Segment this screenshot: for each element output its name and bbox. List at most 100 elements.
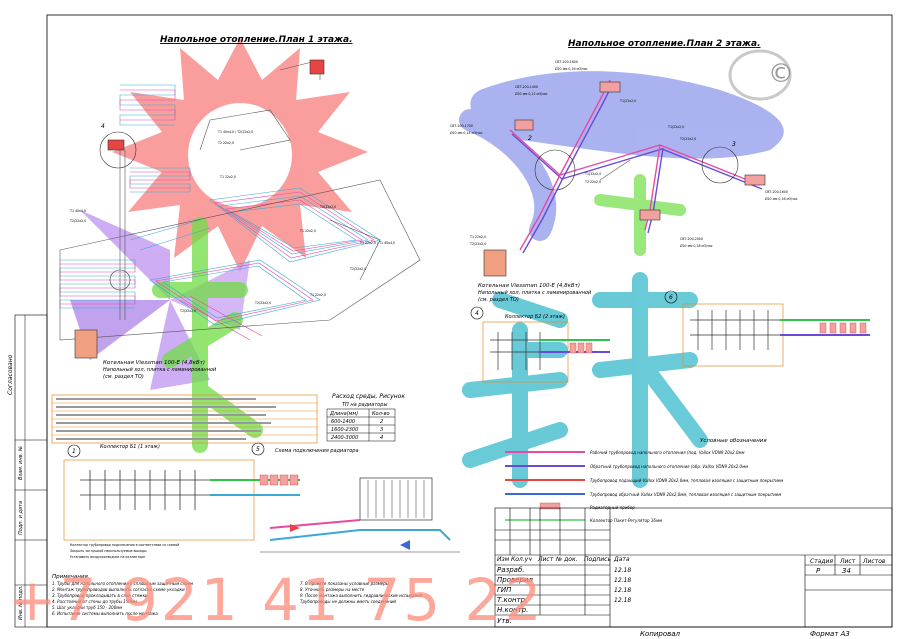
svg-text:T2(22x2,0: T2(22x2,0 [469, 242, 486, 246]
flow-table-subtitle: ТП на радиаторы [342, 402, 387, 408]
svg-text:СВТ-200-2000: СВТ-200-2000 [680, 237, 703, 241]
note-line: 6. Испытание системы выполнить после мон… [52, 611, 158, 616]
boiler2-note: Котельная Viessman 100-E (4,8кВт) [478, 283, 580, 289]
svg-text:Ø20 мм 0,12 м3/час: Ø20 мм 0,12 м3/час [515, 91, 548, 96]
flow-cell: 1600-2300 [331, 427, 358, 433]
stamp-role: Утв. [497, 617, 512, 625]
stamp-role: Т.контр. [497, 596, 527, 604]
notes-title: Примечания. [52, 574, 90, 580]
svg-text:T1 22x2,0: T1 22x2,0 [309, 293, 326, 297]
callout-6: 6 [669, 294, 673, 301]
svg-text:Ø20 мм 0,14 м3/час: Ø20 мм 0,14 м3/час [450, 130, 483, 135]
svg-text:СВТ-200-1600: СВТ-200-1600 [765, 190, 788, 194]
svg-text:СВТ-200-1700: СВТ-200-1700 [450, 124, 473, 128]
flow-cell: 2 [380, 419, 383, 425]
plan1-labels: T1 40x4,0 / T2(22x2,0 T2 22x2,0 T1 22x2,… [69, 130, 395, 313]
callout-3: 3 [732, 141, 736, 148]
radiator-detail: 5 Схема подключения радиатора [251, 442, 460, 553]
flow-table: Расход среды, Рисунок ТП на радиаторы Дл… [326, 393, 405, 442]
stamp-sheets-header: Листов [862, 558, 886, 565]
stamp-stage-header: Стадия [810, 558, 833, 565]
stamp-role: Разраб. [497, 566, 525, 574]
copyright-mark: © [768, 59, 794, 89]
stamp-sheet-value: 34 [842, 567, 851, 575]
svg-text:T2(22x2,0: T2(22x2,0 [254, 301, 271, 305]
stamp-format: Формат А3 [810, 630, 850, 638]
svg-text:СВТ-200-1600: СВТ-200-1600 [555, 60, 578, 64]
stamp-date: 12.18 [614, 587, 631, 594]
svg-text:T1 22x2,0: T1 22x2,0 [299, 229, 316, 233]
stamp-role: Н.контр. [497, 606, 528, 614]
stamp-role: Проверил [497, 576, 533, 584]
callout-5: 5 [256, 446, 260, 453]
manifold-detail-2: 4 Коллектор Б2 (2 этаж) [470, 306, 610, 383]
svg-text:T2(22x2,0: T2(22x2,0 [319, 205, 336, 209]
stamp-header: Лист [537, 556, 554, 563]
svg-text:Закрыть заглушкой неиспользуем: Закрыть заглушкой неиспользуемые выходы [70, 549, 147, 553]
svg-text:T1(22x2,0: T1(22x2,0 [667, 125, 684, 129]
title-block-text: Изм Кол.уч Лист № док. Подпись Дата Разр… [497, 556, 886, 638]
flow-cell: 4 [380, 435, 383, 441]
boiler1-note-c: (см. раздел ТО) [103, 374, 144, 380]
legend-item: Трубопровод подающий Vallox VDN9 20x2,0м… [590, 478, 783, 483]
manifold-detail-3: 6 [664, 290, 870, 367]
note-line: 8. Уточнить размеры на месте [300, 587, 365, 592]
stamp-role: ГИП [497, 586, 512, 594]
svg-text:T1 22x2,0 / T1 40x4,0: T1 22x2,0 / T1 40x4,0 [359, 241, 395, 245]
note-line: 2. Монтаж трубопроводов выполнить соглас… [52, 587, 185, 592]
legend: Условные обозначения Рабочий трубопровод… [505, 438, 783, 523]
flow-header-count: Кол-во [372, 411, 390, 417]
svg-text:Ø20 мм 0,18 м3/час: Ø20 мм 0,18 м3/час [680, 243, 713, 248]
note-line: 1. Трубы для напольного отопления с спло… [52, 581, 193, 586]
spec-table [51, 394, 318, 444]
boiler2-note-b: Напольный хол, плитка с ламинированной [478, 290, 592, 296]
note-line: 7. В проекте показаны условные размеры [300, 581, 389, 586]
svg-text:T2(22x2,0: T2(22x2,0 [679, 137, 696, 141]
manifold-caption-2: Коллектор Б2 (2 этаж) [505, 314, 565, 320]
plan2-drawing [483, 79, 766, 277]
legend-item: Обратный трубопровод напольного отоплени… [590, 464, 748, 469]
legend-item: Радиаторный прибор [590, 505, 635, 510]
flow-table-title: Расход среды, Рисунок [332, 393, 405, 400]
svg-text:СВТ-200-1400: СВТ-200-1400 [515, 85, 538, 89]
side-label-sign: Подп. и дата [18, 501, 24, 535]
svg-text:T1(22x2,0: T1(22x2,0 [584, 172, 601, 176]
plan2-title: Напольное отопление.План 2 этажа. [568, 39, 761, 49]
stamp-copied: Копировал [640, 630, 681, 638]
stamp-header: № док. [555, 556, 578, 563]
plan1-drawing [59, 59, 421, 359]
callout-2: 2 [528, 135, 532, 142]
plan2-labels: СВТ-200-1600 Ø20 мм 0,16 м3/час СВТ-200-… [450, 60, 798, 248]
boiler1-note: Котельная Viessman 100-E (4,8кВт) [103, 360, 205, 366]
svg-text:Установить воздухоотводчик на: Установить воздухоотводчик на коллекторе [70, 555, 145, 559]
side-label-inventory: Инв. № подл. [18, 586, 24, 621]
legend-item: Трубопровод обратный Vallox VDN9 20x2,0м… [590, 492, 781, 497]
phone-watermark: +7 921 41 75 22 [8, 566, 544, 634]
stamp-stage-value: Р [816, 567, 821, 575]
radiator-caption: Схема подключения радиатора [275, 448, 359, 454]
stamp-header: Дата [613, 556, 630, 563]
svg-text:T2(22x2,0: T2(22x2,0 [179, 309, 196, 313]
boiler2-note-c: (см. раздел ТО) [478, 297, 519, 303]
svg-text:T2(22x2,0: T2(22x2,0 [69, 219, 86, 223]
boiler1-note-b: Напольный хол, плитка с ламинированной [103, 367, 217, 373]
note-line: 5. Шаг укладки труб 150 - 200мм [52, 605, 122, 610]
svg-text:T2(22x2,0: T2(22x2,0 [349, 267, 366, 271]
side-label-replace: Взам. инв. № [18, 446, 24, 480]
notes-block: Примечания. 1. Трубы для напольного отоп… [52, 574, 423, 616]
legend-item: Рабочий трубопровод напольного отопления… [590, 450, 745, 455]
flow-cell: 2400-3000 [331, 435, 358, 441]
stamp-date: 12.18 [614, 577, 631, 584]
sun-watermark [112, 38, 368, 272]
plan1-title: Напольное отопление.План 1 этажа. [160, 35, 353, 45]
flow-header-length: Длина(мм) [329, 411, 358, 417]
svg-text:T1 22x2,0: T1 22x2,0 [469, 235, 486, 239]
stamp-date: 12.18 [614, 597, 631, 604]
title-block [494, 507, 893, 628]
note-line: 9. После монтажа выполнить гидравлически… [300, 593, 423, 598]
side-label-agreed: Согласовано [7, 354, 14, 395]
stamp-date: 12.18 [614, 567, 631, 574]
legend-item: Коллектор Пакет-Регулятор 16мм [590, 518, 662, 523]
svg-text:T2 22x2,0: T2 22x2,0 [217, 141, 234, 145]
stamp-header: Изм [497, 556, 510, 563]
